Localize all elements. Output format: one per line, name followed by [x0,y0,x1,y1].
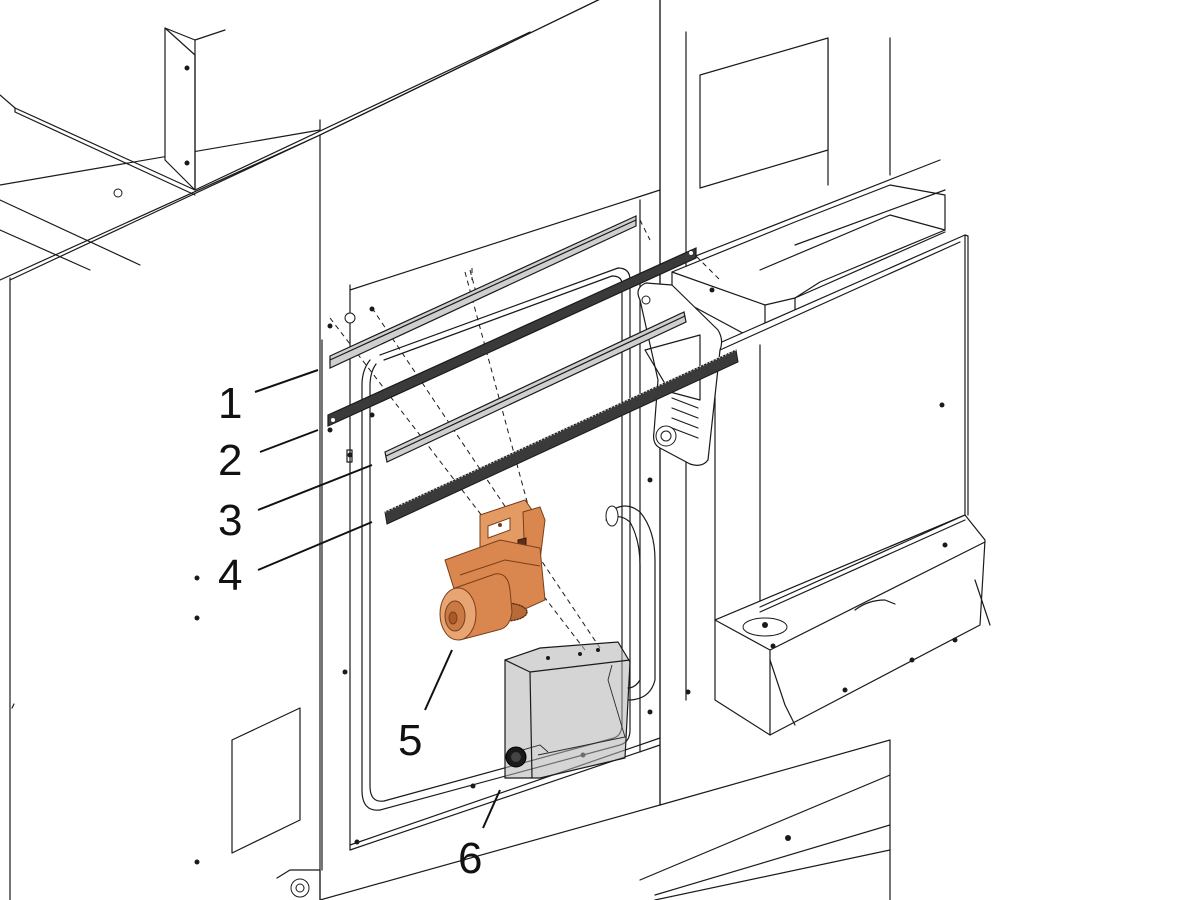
callout-1: 1 [218,369,319,428]
callout-6: 6 [458,789,501,883]
part-5-drive-motor-assembly [439,499,546,641]
callout-4: 4 [218,521,373,600]
callout-2: 2 [218,429,319,485]
callout-2-label: 2 [218,436,242,485]
part-2-dark-bar [327,247,697,427]
callout-1-label: 1 [218,379,242,428]
callout-5-label: 5 [398,716,422,765]
part-3-flat-rail [384,311,687,463]
part-6-transparent-cover [504,641,631,779]
callout-4-label: 4 [218,551,242,600]
part-1-flat-rail [329,215,637,369]
coolant-pipe [605,505,656,701]
machine-enclosure [0,0,991,900]
callout-6-label: 6 [458,834,482,883]
callout-5: 5 [398,649,453,765]
callout-3: 3 [218,464,373,545]
part-4-gear-rack [384,349,739,525]
callout-3-label: 3 [218,496,242,545]
